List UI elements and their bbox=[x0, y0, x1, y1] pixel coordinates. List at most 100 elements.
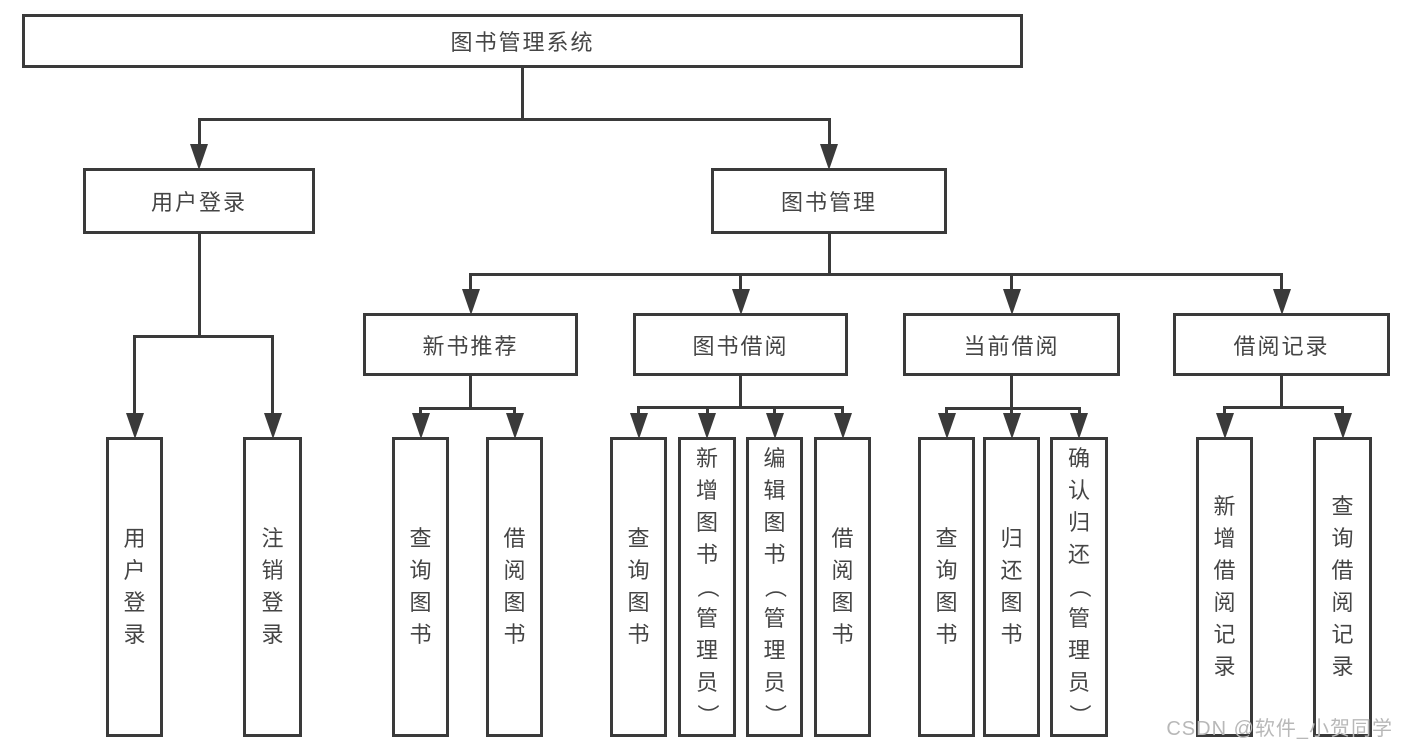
arrowhead-down bbox=[937, 413, 956, 439]
node-label-char: 书 bbox=[935, 622, 958, 647]
connector-drop bbox=[1010, 407, 1013, 417]
node-bb-query-book: 查询图书 bbox=[610, 437, 667, 737]
node-user-login-group: 用户登录 bbox=[83, 168, 315, 234]
node-label-char: 销 bbox=[261, 558, 284, 583]
node-label-char: 查 bbox=[627, 526, 650, 551]
node-label-char: 书 bbox=[831, 622, 854, 647]
node-logout: 注销登录 bbox=[243, 437, 302, 737]
connector-drop bbox=[271, 335, 274, 417]
node-label-char: 阅 bbox=[1331, 590, 1354, 615]
connector-drop bbox=[1280, 273, 1283, 293]
connector-drop bbox=[637, 406, 640, 417]
node-label-char: 阅 bbox=[1213, 590, 1236, 615]
node-label-char: 查 bbox=[935, 526, 958, 551]
node-label-char: 书 bbox=[1000, 622, 1023, 647]
node-label-char: 图 bbox=[831, 590, 854, 615]
node-label-char: 阅 bbox=[831, 558, 854, 583]
connector-bus bbox=[1223, 406, 1344, 409]
node-label-char: 管 bbox=[1067, 606, 1090, 631]
arrowhead-down bbox=[820, 144, 838, 170]
node-label-char: 询 bbox=[1331, 526, 1354, 551]
arrowhead-down bbox=[698, 413, 716, 439]
connector-bus bbox=[419, 407, 516, 410]
arrowhead-down bbox=[629, 413, 648, 439]
connector-stem bbox=[1280, 376, 1283, 406]
node-rec-query-book: 查询图书 bbox=[392, 437, 449, 737]
node-label-char: 图 bbox=[935, 590, 958, 615]
node-label-char: （ bbox=[762, 575, 788, 598]
node-bb-add-book: 新增图书（管理员） bbox=[678, 437, 736, 737]
arrowhead-down bbox=[731, 289, 750, 315]
connector-bus bbox=[133, 335, 274, 338]
node-label-char: 询 bbox=[409, 558, 432, 583]
node-br-query-record: 查询借阅记录 bbox=[1313, 437, 1372, 737]
node-book-mgmt: 图书管理 bbox=[711, 168, 947, 234]
arrowhead-down bbox=[1272, 289, 1291, 315]
node-label-char: 新 bbox=[1213, 494, 1236, 519]
node-label-char: 增 bbox=[695, 478, 718, 503]
node-label-char: 书 bbox=[695, 542, 718, 567]
connector-drop bbox=[705, 406, 709, 417]
node-label-char: 确 bbox=[1067, 446, 1090, 471]
connector-drop bbox=[739, 273, 742, 293]
node-label-char: 用 bbox=[123, 526, 146, 551]
node-label-char: 登 bbox=[123, 590, 146, 615]
node-label-char: 阅 bbox=[503, 558, 526, 583]
node-label-char: 图 bbox=[409, 590, 432, 615]
node-rec-borrow-book: 借阅图书 bbox=[486, 437, 543, 737]
arrowhead-down bbox=[1002, 413, 1021, 439]
connector-drop bbox=[1341, 406, 1344, 417]
arrowhead-down bbox=[1002, 289, 1021, 315]
connector-drop bbox=[513, 407, 516, 417]
node-label-char: 理 bbox=[763, 638, 786, 663]
node-label-char: 户 bbox=[123, 558, 146, 583]
connector-drop bbox=[773, 406, 776, 417]
arrowhead-down bbox=[1070, 413, 1088, 439]
node-label-char: 辑 bbox=[763, 478, 786, 503]
connector-bus bbox=[469, 273, 1283, 276]
arrowhead-down bbox=[505, 413, 524, 439]
node-cb-return-book: 归还图书 bbox=[983, 437, 1040, 737]
node-br-add-record: 新增借阅记录 bbox=[1196, 437, 1253, 737]
node-label-char: 编 bbox=[763, 446, 786, 471]
node-label-char: 还 bbox=[1067, 542, 1090, 567]
node-borrow-records: 借阅记录 bbox=[1173, 313, 1390, 376]
node-label-char: 增 bbox=[1213, 526, 1236, 551]
connector-stem bbox=[827, 234, 831, 273]
connector-stem bbox=[1010, 376, 1013, 407]
node-label-char: 新 bbox=[695, 446, 718, 471]
arrowhead-down bbox=[411, 413, 430, 439]
connector-drop bbox=[469, 273, 472, 293]
node-label-char: 图 bbox=[503, 590, 526, 615]
arrowhead-down bbox=[263, 413, 282, 439]
node-label-char: 管 bbox=[763, 606, 786, 631]
connector-drop bbox=[1010, 273, 1013, 293]
node-label-char: 询 bbox=[935, 558, 958, 583]
node-label-char: 归 bbox=[1067, 510, 1090, 535]
node-label-char: 注 bbox=[261, 526, 284, 551]
node-label-char: 认 bbox=[1067, 478, 1090, 503]
node-label-char: 录 bbox=[1331, 654, 1354, 679]
node-label-char: 记 bbox=[1213, 622, 1236, 647]
node-label-char: 归 bbox=[1000, 526, 1023, 551]
node-label-char: 书 bbox=[627, 622, 650, 647]
node-root: 图书管理系统 bbox=[22, 14, 1023, 68]
node-label-char: 书 bbox=[763, 542, 786, 567]
connector-drop bbox=[197, 118, 201, 148]
node-label-char: 理 bbox=[695, 638, 718, 663]
node-current-borrow: 当前借阅 bbox=[903, 313, 1120, 376]
arrowhead-down bbox=[765, 413, 784, 439]
node-bb-borrow-book: 借阅图书 bbox=[814, 437, 871, 737]
node-label-char: 图 bbox=[695, 510, 718, 535]
connector-drop bbox=[827, 118, 831, 148]
node-label-char: 查 bbox=[1331, 494, 1354, 519]
connector-drop bbox=[1223, 406, 1226, 417]
connector-bus bbox=[197, 118, 831, 121]
node-label-char: 录 bbox=[1213, 654, 1236, 679]
watermark: CSDN @软件_小贺同学 bbox=[1166, 718, 1393, 740]
node-label-char: 理 bbox=[1067, 638, 1090, 663]
node-label-char: 书 bbox=[503, 622, 526, 647]
node-book-borrow: 图书借阅 bbox=[633, 313, 848, 376]
node-cb-confirm-return: 确认归还（管理员） bbox=[1050, 437, 1108, 737]
